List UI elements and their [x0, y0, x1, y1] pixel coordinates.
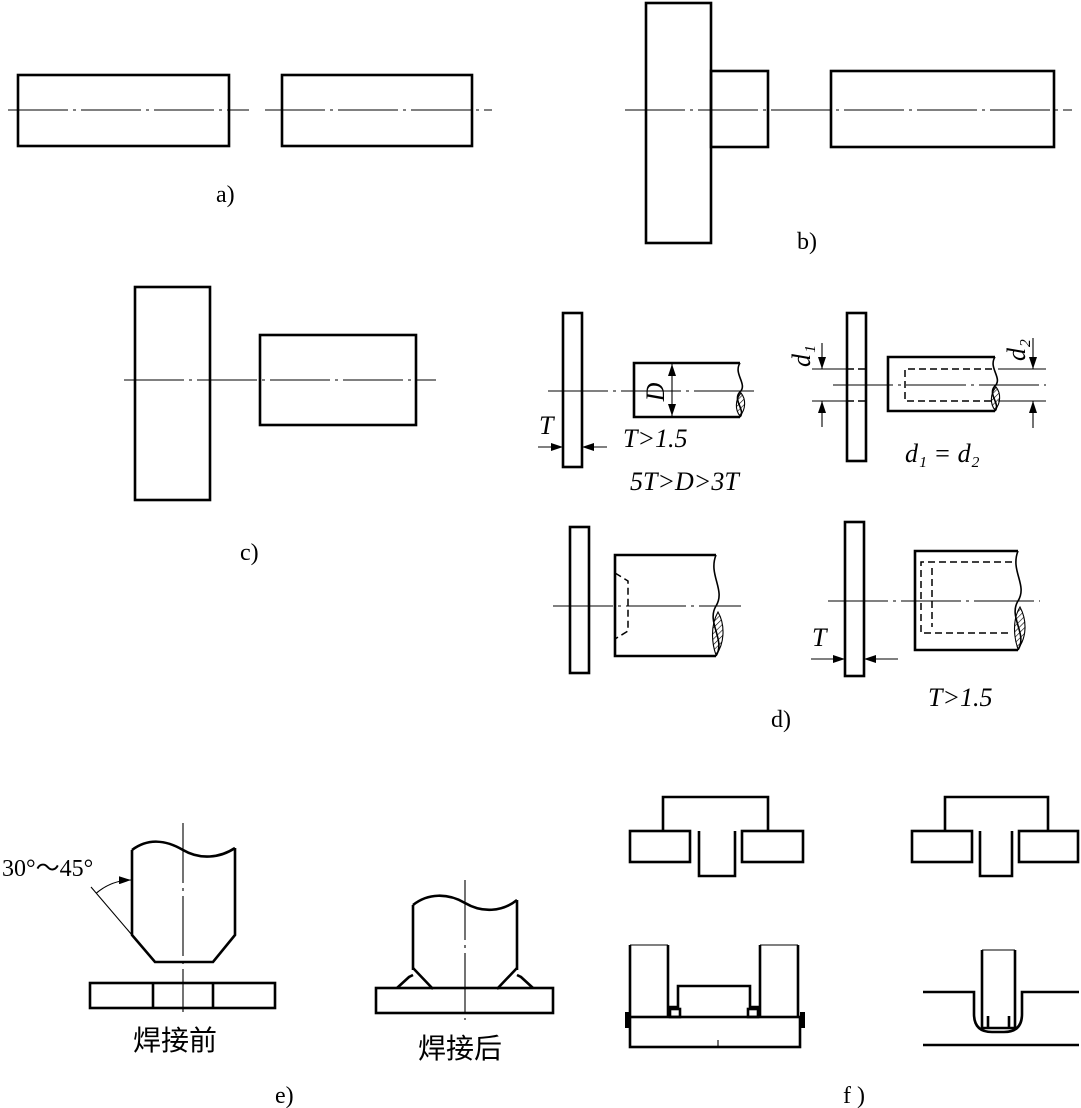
plate [843, 520, 866, 678]
panel-d-solid-shaft-joint: D T T>1.5 5T>D>3T [538, 311, 756, 496]
bridge-foot-right [746, 1007, 760, 1019]
chamfer-angle-range: 30°～45° [2, 856, 93, 882]
chamfer-extension-line [90, 886, 133, 936]
section-hatch [1013, 605, 1026, 651]
panel-b-disc [644, 1, 713, 245]
panel-c-disc [133, 285, 212, 502]
bore-diameter-symbol: d₂ [1002, 339, 1031, 361]
panel-d-countersunk-joint [553, 525, 741, 675]
shaft-outline [130, 848, 237, 964]
post [980, 950, 1017, 1030]
panel-c: c) [124, 285, 436, 566]
panel-e: 30°～45° 焊接前 焊接后 e) [2, 823, 555, 1108]
panel-d: D T T>1.5 5T>D>3T d₁ d₂ [538, 311, 1046, 733]
stem [978, 831, 1014, 878]
panel-d-recessed-joint: T T>1.5 [811, 520, 1040, 712]
plate [845, 311, 868, 463]
recess-hidden-line [920, 561, 1012, 634]
weld-bead-left [396, 973, 414, 989]
panel-b-shaft [829, 69, 1056, 149]
plate-right [1017, 829, 1080, 864]
panel-f-blind-recess [923, 949, 1079, 1047]
panel-b-label: b) [797, 229, 817, 255]
panel-f-stud-clearance [628, 795, 805, 878]
thickness-symbol: T [539, 411, 555, 440]
panel-d-bored-shaft-joint: d₁ d₂ d₁ = d₂ [787, 311, 1046, 468]
bridge [668, 984, 760, 1009]
cap [943, 795, 1050, 831]
diameter-equality: d₁ = d₂ [905, 439, 980, 468]
plate-right [740, 829, 805, 864]
thickness-condition-lower: T>1.5 [928, 683, 993, 712]
diameter-condition: 5T>D>3T [630, 467, 740, 496]
panel-a: a) [8, 73, 492, 208]
shaft-outline [632, 361, 740, 419]
thickness-symbol-lower: T [812, 623, 828, 652]
panel-b: b) [625, 1, 1072, 255]
panel-e-label: e) [275, 1083, 294, 1108]
shaft-sides [411, 900, 519, 970]
weld-mark-left [625, 1012, 630, 1028]
after-welding-view: 焊接后 [374, 880, 555, 1065]
section-hatch [990, 386, 1001, 411]
panel-f: f ) [625, 795, 1080, 1108]
plate [561, 311, 584, 469]
after-welding-caption: 焊接后 [418, 1032, 502, 1065]
hole-diameter-symbol: d₁ [787, 345, 816, 367]
plate [88, 981, 277, 1010]
section-hatch [735, 392, 746, 417]
diameter-symbol: D [641, 382, 670, 402]
shaft-outline [886, 355, 995, 413]
thickness-condition: T>1.5 [623, 424, 688, 453]
panel-f-twin-post [625, 944, 805, 1049]
panel-f-label: f ) [843, 1083, 865, 1108]
shaft-chamfer [412, 967, 518, 990]
panel-a-label: a) [216, 182, 235, 208]
cap [661, 795, 770, 831]
plate [568, 525, 591, 675]
plate-top-with-recess [923, 990, 1079, 1034]
plate-left [910, 829, 974, 864]
panel-c-label: c) [240, 540, 259, 566]
weld-mark-right [800, 1012, 805, 1028]
before-welding-caption: 焊接前 [133, 1024, 217, 1057]
stem [697, 831, 737, 878]
countersink-hidden-line [614, 572, 629, 640]
section-hatch [711, 610, 724, 657]
angle-dimension-arc [96, 876, 132, 894]
panel-b-hub [709, 69, 770, 149]
left-post [628, 945, 670, 1017]
bore-hidden-line [904, 368, 992, 402]
panel-f-stud-flush [910, 795, 1080, 878]
panel-d-label: d) [771, 707, 791, 733]
plate-left [628, 829, 692, 864]
base-plate [628, 1015, 802, 1049]
right-post [758, 945, 800, 1017]
bridge-foot-left [668, 1007, 682, 1019]
post-tip [986, 1016, 1011, 1028]
before-welding-view: 30°～45° 焊接前 [2, 823, 277, 1057]
weld-bead-right [516, 973, 534, 989]
shaft-outline [613, 553, 716, 658]
